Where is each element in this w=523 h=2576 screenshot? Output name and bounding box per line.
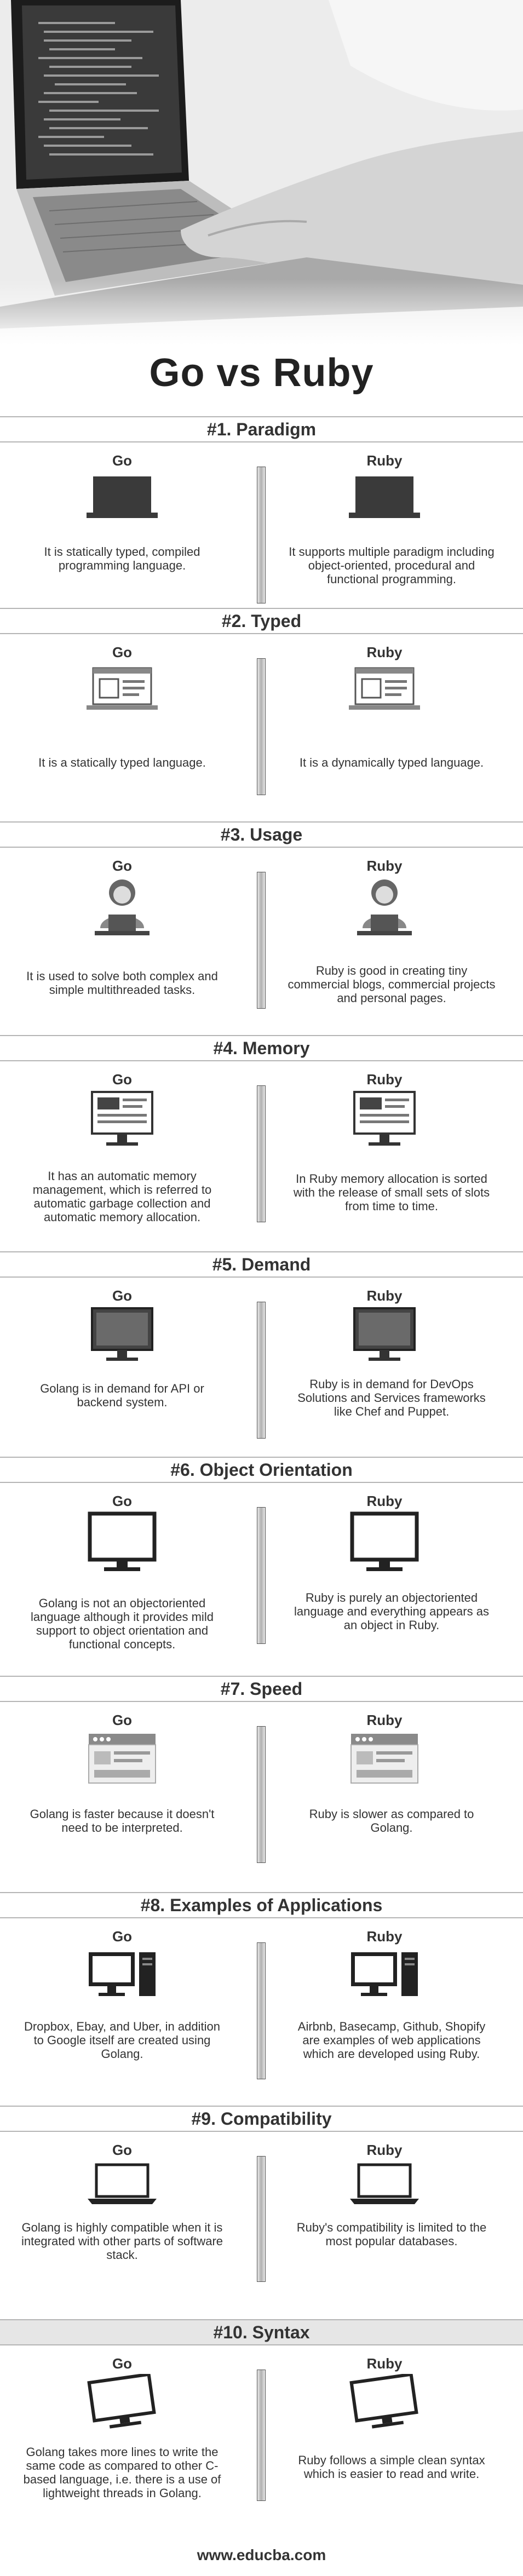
ruby-description: Ruby follows a simple clean syntax which…	[298, 2453, 485, 2481]
ruby-description: In Ruby memory allocation is sorted with…	[293, 1172, 490, 1213]
column-divider	[257, 2156, 266, 2282]
ruby-column-label: Ruby	[366, 858, 403, 874]
developer-at-desk-icon	[357, 879, 412, 935]
laptop-icon	[349, 476, 420, 518]
go-column-label: Go	[112, 2142, 133, 2158]
go-description: Golang is faster because it doesn't need…	[30, 1807, 215, 1835]
ruby-column-label: Ruby	[366, 2355, 403, 2372]
ruby-description: Ruby is slower as compared to Golang.	[309, 1807, 474, 1835]
go-description: It has an automatic memory management, w…	[32, 1169, 212, 1224]
go-description: Dropbox, Ebay, and Uber, in addition to …	[24, 2020, 220, 2061]
monitor-webpage-icon	[353, 1091, 416, 1146]
ruby-column-label: Ruby	[366, 2142, 403, 2158]
laptop-icon	[87, 476, 158, 518]
ruby-column-label: Ruby	[366, 1287, 403, 1304]
column-divider	[257, 1942, 266, 2079]
section-demand: #5. Demand Go Ruby Golang is in demand f…	[0, 1251, 523, 1481]
section-heading: #5. Demand	[0, 1251, 523, 1278]
ruby-column-label: Ruby	[366, 1493, 403, 1509]
go-column-label: Go	[112, 1712, 133, 1728]
ruby-column-label: Ruby	[366, 1928, 403, 1945]
go-column-label: Go	[112, 1493, 133, 1509]
go-column-label: Go	[112, 452, 133, 469]
section-heading: #3. Usage	[0, 821, 523, 848]
go-description: Golang is highly compatible when it is i…	[21, 2221, 223, 2262]
go-description: Golang takes more lines to write the sam…	[23, 2445, 221, 2500]
ruby-description: It is a dynamically typed language.	[299, 756, 484, 769]
go-column-label: Go	[112, 1071, 133, 1088]
go-description: Golang is not an objectoriented language…	[31, 1596, 214, 1651]
section-heading: #9. Compatibility	[0, 2106, 523, 2132]
ruby-column-label: Ruby	[366, 452, 403, 469]
section-paradigm: #1. Paradigm Go Ruby It is statically ty…	[0, 416, 523, 608]
monitor-icon	[353, 1307, 416, 1361]
go-description: It is a statically typed language.	[38, 756, 206, 769]
ruby-description: Airbnb, Basecamp, Github, Shopify are ex…	[297, 2020, 486, 2061]
section-heading: #2. Typed	[0, 608, 523, 634]
column-divider	[257, 658, 266, 795]
large-monitor-icon	[88, 1511, 157, 1571]
section-heading: #8. Examples of Applications	[0, 1892, 523, 1918]
section-memory: #4. Memory Go Ruby It has an automatic m…	[0, 1035, 523, 1265]
column-divider	[257, 1085, 266, 1222]
go-column-label: Go	[112, 2355, 133, 2372]
column-divider	[257, 872, 266, 1009]
column-divider	[257, 1726, 266, 1863]
section-heading: #10. Syntax	[0, 2319, 523, 2345]
section-object-orientation: #6. Object Orientation Go Ruby Golang is…	[0, 1457, 523, 1687]
open-laptop-icon	[88, 2163, 157, 2204]
ruby-description: Ruby's compatibility is limited to the m…	[296, 2221, 487, 2248]
section-heading: #4. Memory	[0, 1035, 523, 1061]
browser-laptop-icon	[87, 667, 158, 710]
ruby-description: Ruby is good in creating tiny commercial…	[288, 964, 496, 1005]
ruby-description: Ruby is in demand for DevOps Solutions a…	[297, 1377, 486, 1418]
go-column-label: Go	[112, 1928, 133, 1945]
go-column-label: Go	[112, 858, 133, 874]
section-speed: #7. Speed Go Ruby Golang is faster becau…	[0, 1676, 523, 1906]
column-divider	[257, 1302, 266, 1439]
ruby-column-label: Ruby	[366, 1071, 403, 1088]
go-description: Golang is in demand for API or backend s…	[40, 1382, 204, 1409]
tilted-monitor-icon	[349, 2374, 418, 2429]
column-divider	[257, 467, 266, 603]
go-column-label: Go	[112, 1287, 133, 1304]
section-heading: #1. Paradigm	[0, 416, 523, 442]
desktop-computer-icon	[89, 1952, 156, 1996]
ruby-description: It supports multiple paradigm including …	[289, 545, 495, 586]
browser-window-icon	[88, 1734, 156, 1784]
section-examples-of-applications: #8. Examples of Applications Go Ruby Dro…	[0, 1892, 523, 2122]
column-divider	[257, 2370, 266, 2501]
go-column-label: Go	[112, 644, 133, 660]
go-description: It is used to solve both complex and sim…	[26, 969, 218, 997]
footer-website[interactable]: www.educba.com	[197, 2546, 326, 2563]
monitor-webpage-icon	[91, 1091, 153, 1146]
section-syntax: #10. Syntax Go Ruby Golang takes more li…	[0, 2319, 523, 2544]
desktop-computer-icon	[351, 1952, 418, 1996]
page-title: Go vs Ruby	[149, 351, 374, 395]
section-usage: #3. Usage Go Ruby It is used to solve bo…	[0, 821, 523, 1051]
monitor-icon	[91, 1307, 153, 1361]
ruby-description: Ruby is purely an objectoriented languag…	[294, 1591, 489, 1632]
tilted-monitor-icon	[87, 2374, 156, 2429]
section-heading: #7. Speed	[0, 1676, 523, 1702]
go-description: It is statically typed, compiled program…	[44, 545, 200, 572]
hero-fade	[0, 279, 523, 345]
large-monitor-icon	[350, 1511, 419, 1571]
column-divider	[257, 1507, 266, 1644]
developer-at-desk-icon	[95, 879, 150, 935]
ruby-column-label: Ruby	[366, 1712, 403, 1728]
browser-window-icon	[350, 1734, 418, 1784]
section-compatibility: #9. Compatibility Go Ruby Golang is high…	[0, 2106, 523, 2325]
browser-laptop-icon	[349, 667, 420, 710]
section-heading: #6. Object Orientation	[0, 1457, 523, 1483]
ruby-column-label: Ruby	[366, 644, 403, 660]
hero-laptop-photo	[0, 0, 523, 345]
section-typed: #2. Typed Go Ruby It is a statically typ…	[0, 608, 523, 838]
open-laptop-icon	[350, 2163, 419, 2204]
